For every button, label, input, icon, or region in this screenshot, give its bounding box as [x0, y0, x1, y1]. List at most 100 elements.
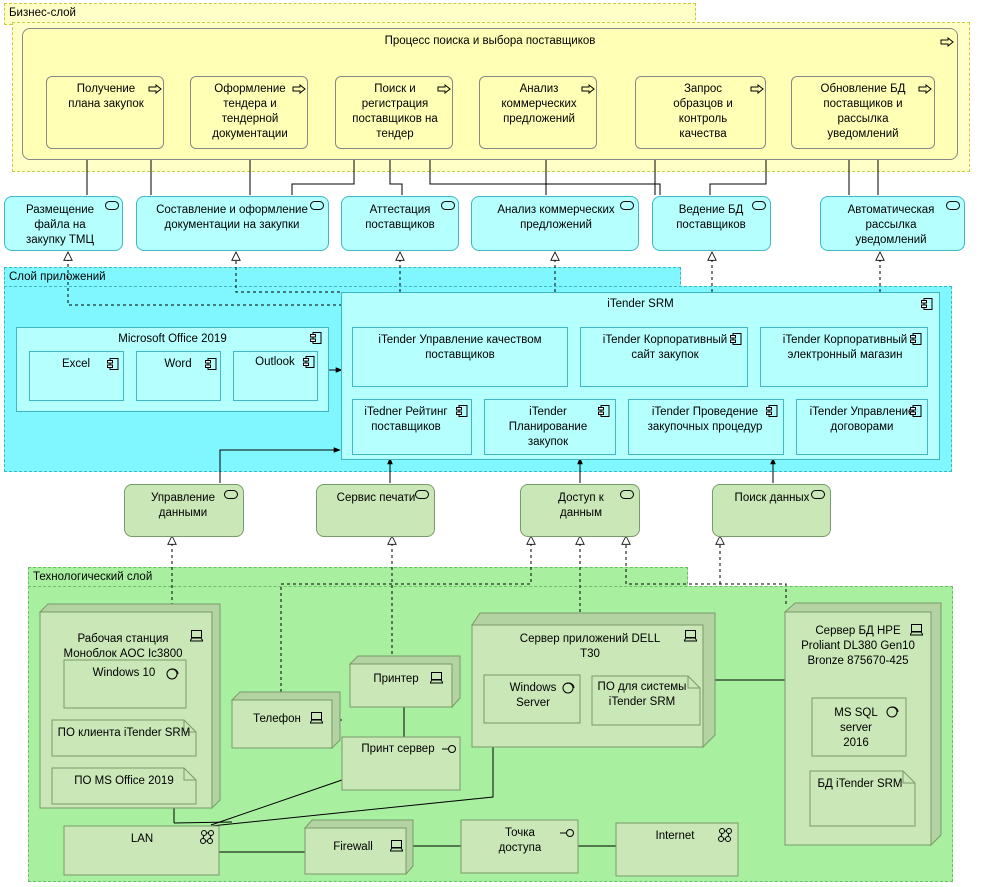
business-step-1[interactable]: [46, 76, 164, 149]
tech-service-printing[interactable]: [316, 484, 435, 537]
app-service-3[interactable]: [341, 196, 459, 251]
interface-icon: [560, 828, 574, 841]
component-icon: [730, 333, 742, 348]
component-icon: [910, 333, 922, 348]
business-step-6[interactable]: [791, 76, 935, 149]
process-arrow-icon: [581, 83, 595, 97]
business-step-3-label: Поиск и регистрация поставщиков на тенде…: [352, 83, 438, 140]
service-icon: [752, 201, 766, 213]
technology-layer-label: Технологический слой: [33, 571, 153, 583]
component-icon: [910, 405, 922, 420]
business-step-4-label: Анализ коммерческих предложений: [501, 83, 577, 125]
process-arrow-icon: [148, 83, 162, 97]
artifact-ms-office-shape: [51, 767, 197, 805]
app-server-label: Сервер приложений DELL T30: [519, 633, 661, 660]
service-icon: [620, 201, 634, 213]
mssql-label: MS SQL server 2016: [834, 707, 878, 749]
service-icon: [811, 490, 825, 502]
app-service-1[interactable]: [4, 196, 123, 251]
node-workstation-label: Рабочая станция Моноблок AOC Ic3800: [63, 633, 183, 660]
business-step-2-label: Оформление тендера и тендерной документа…: [212, 83, 288, 140]
itender-module-contracts[interactable]: [796, 399, 928, 455]
network-icon: [718, 828, 732, 845]
service-icon: [441, 201, 455, 213]
itender-module-planning[interactable]: [484, 399, 616, 455]
itender-module-rating[interactable]: [352, 399, 472, 455]
client-itender-label: ПО клиента iTender SRM: [57, 727, 191, 739]
word-component[interactable]: [136, 351, 221, 401]
phone-label: Телефон: [253, 713, 301, 725]
service-icon: [946, 201, 960, 213]
business-step-3[interactable]: [335, 76, 453, 149]
itender-sw-label: ПО для системы iTender SRM: [597, 681, 687, 708]
itender-module-shop[interactable]: [760, 327, 928, 387]
service-icon: [415, 490, 429, 502]
itender-module-planning-label: iTender Планирование закупок: [508, 406, 588, 448]
component-icon: [310, 332, 322, 347]
service-icon: [105, 201, 119, 213]
windows10-shape: [63, 659, 187, 709]
business-step-5-label: Запрос образцов и контроль качества: [673, 83, 733, 140]
itender-module-quality[interactable]: [352, 327, 568, 387]
artifact-client-itender-shape: [51, 719, 197, 757]
lan-label: LAN: [130, 833, 154, 845]
component-icon: [456, 405, 468, 420]
business-step-1-label: Получение плана закупок: [68, 83, 144, 110]
app-service-5-label: Ведение БД поставщиков: [676, 204, 746, 231]
itender-module-procedures[interactable]: [628, 399, 784, 455]
windows-server-label: Windows Server: [509, 682, 557, 709]
word-label: Word: [164, 358, 192, 370]
tech-service-data-management[interactable]: [124, 484, 244, 537]
printer-label: Принтер: [373, 673, 419, 685]
itender-module-contracts-label: iTender Управление договорами: [809, 406, 915, 433]
service-icon: [310, 201, 324, 213]
ms-office-title: Microsoft Office 2019: [118, 333, 227, 345]
app-service-2[interactable]: [136, 196, 329, 251]
app-service-6[interactable]: [820, 196, 965, 251]
firewall-label: Firewall: [333, 841, 373, 853]
business-step-6-label: Обновление БД поставщиков и рассылка уве…: [820, 83, 906, 140]
print-server-label: Принт сервер: [361, 743, 435, 755]
artifact-itender-sw-shape: [591, 675, 701, 726]
db-server-label: Сервер БД HPE Proliant DL380 Gen10 Bronz…: [801, 625, 915, 667]
itender-module-site[interactable]: [580, 327, 748, 387]
device-icon: [189, 630, 204, 645]
access-point-label: Точка доступа: [498, 827, 542, 854]
node-print-server-shape: [341, 736, 461, 791]
device-icon: [389, 840, 404, 855]
process-arrow-icon: [918, 83, 932, 97]
application-layer-label: Слой приложений: [9, 271, 106, 283]
windows-server-shape: [483, 674, 581, 724]
app-service-3-label: Аттестация поставщиков: [365, 204, 435, 231]
ms-office-sw-label: ПО MS Office 2019: [74, 775, 174, 787]
device-icon: [683, 630, 698, 645]
tech-service-1-label: Управление данными: [151, 492, 215, 519]
system-software-icon: [562, 680, 576, 697]
internet-label: Internet: [655, 830, 695, 842]
node-lan-shape: [63, 825, 220, 876]
component-icon: [921, 298, 933, 313]
business-step-4[interactable]: [479, 76, 597, 149]
tech-service-data-access[interactable]: [520, 484, 640, 537]
windows10-label: Windows 10: [92, 667, 156, 679]
node-internet-shape: [615, 822, 739, 877]
tech-service-3-label: Доступ к данным: [558, 492, 604, 519]
system-software-icon: [886, 704, 900, 721]
service-icon: [620, 490, 634, 502]
excel-label: Excel: [61, 358, 91, 370]
component-icon: [766, 405, 778, 420]
tech-service-data-search[interactable]: [712, 484, 831, 537]
excel-component[interactable]: [29, 351, 124, 401]
db-itender-label: БД iTender SRM: [817, 778, 903, 790]
app-service-5[interactable]: [652, 196, 771, 251]
business-step-5[interactable]: [635, 76, 766, 149]
app-service-4[interactable]: [471, 196, 639, 251]
business-step-2[interactable]: [190, 76, 308, 149]
device-icon: [309, 712, 324, 727]
process-arrow-icon: [437, 83, 451, 97]
app-service-2-label: Составление и оформление документации на…: [156, 204, 308, 231]
business-layer-label: Бизнес-слой: [9, 7, 76, 19]
system-software-icon: [166, 666, 180, 683]
